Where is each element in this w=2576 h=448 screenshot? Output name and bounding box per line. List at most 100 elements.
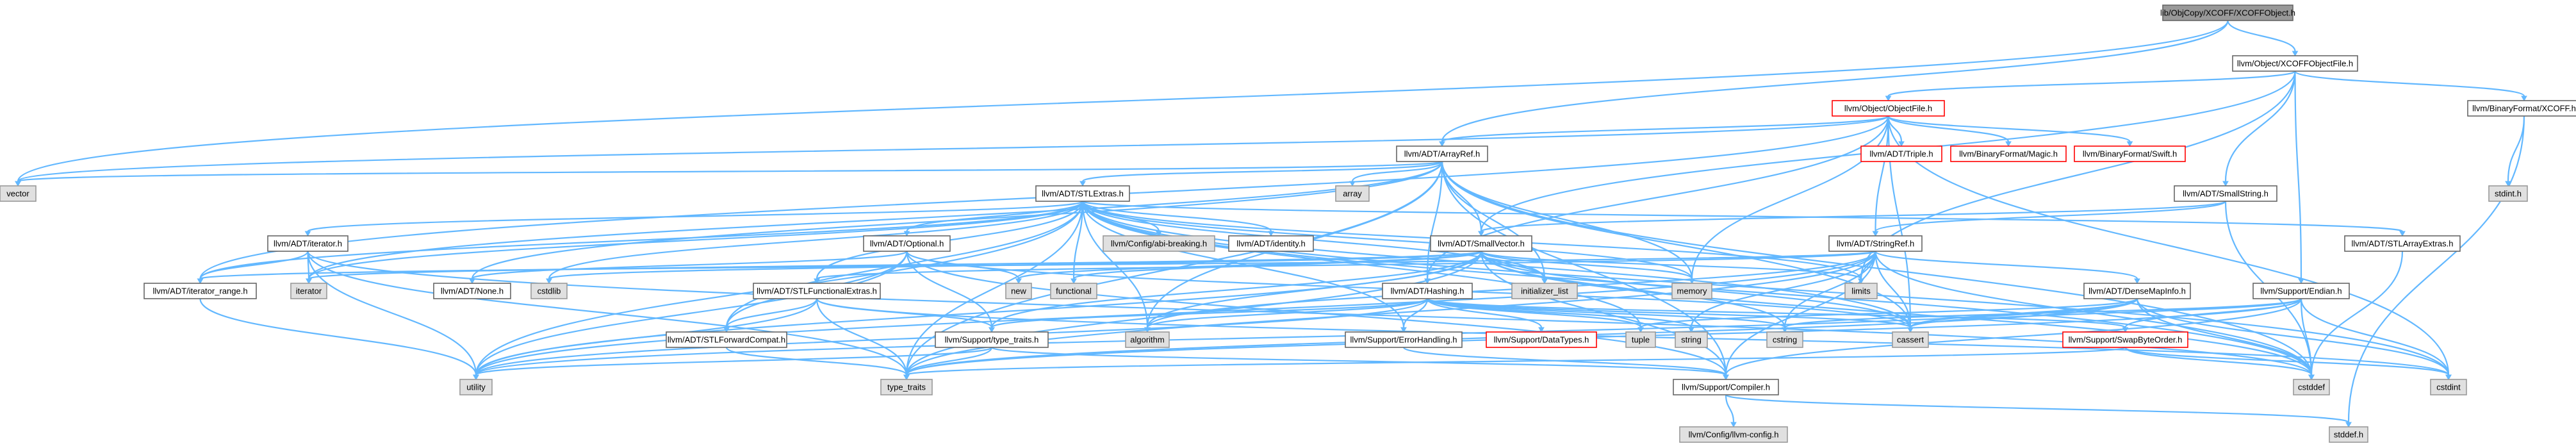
node-label-cstdint: cstdint [2436, 383, 2461, 392]
node-smallstring[interactable]: llvm/ADT/SmallString.h [2174, 185, 2277, 202]
edge-swapbyteorder-to-type_traits [905, 346, 2126, 376]
node-stlfunctionalextras[interactable]: llvm/ADT/STLFunctionalExtras.h [753, 283, 881, 299]
node-box-stlfunctionalextras [753, 283, 881, 299]
edge-arrowhead-smallvector-to-functional [1071, 278, 1077, 285]
node-label-optional: llvm/ADT/Optional.h [870, 239, 944, 249]
node-box-stddef_h [2329, 426, 2368, 443]
node-label-hashing: llvm/ADT/Hashing.h [1391, 286, 1464, 296]
edge-arrowhead-objectfile-to-binfmt_swift [2126, 141, 2133, 147]
edge-stringref-to-type_traits [905, 251, 1876, 376]
node-box-cassert [1892, 331, 1929, 348]
node-root[interactable]: lib/ObjCopy/XCOFF/XCOFFObject.h [2160, 4, 2295, 21]
edge-arrowhead-arrayref-to-stlextras [1079, 181, 1086, 187]
edge-layer [15, 20, 2527, 428]
node-densemapinfo[interactable]: llvm/ADT/DenseMapInfo.h [2083, 283, 2191, 299]
node-errorhandling[interactable]: llvm/Support/ErrorHandling.h [1345, 331, 1463, 348]
node-box-array [1335, 185, 1370, 202]
node-box-cstdlib [530, 283, 568, 299]
edge-arrowhead-smallvector-to-new [1015, 278, 1022, 285]
edge-arrowhead-arrayref-to-array [1349, 181, 1356, 187]
edge-arrowhead-objectfile-to-triple [1898, 141, 1905, 147]
edge-endian-to-type_traits [905, 298, 2302, 376]
node-box-root [2162, 4, 2293, 21]
node-label-iterator: iterator [296, 286, 322, 296]
edge-stlextras-to-cstdint [1081, 201, 2450, 376]
node-none[interactable]: llvm/ADT/None.h [433, 283, 511, 299]
node-iterator_range[interactable]: llvm/ADT/iterator_range.h [144, 283, 257, 299]
node-label-objectfile: llvm/Object/ObjectFile.h [1844, 104, 1932, 113]
node-label-errorhandling: llvm/Support/ErrorHandling.h [1350, 335, 1457, 345]
edge-arrowhead-smallvector-to-cstdlib [546, 278, 552, 285]
edge-arrowhead-swapbyteorder-to-cstdint [2445, 374, 2452, 381]
node-box-endian [2252, 283, 2350, 299]
node-label-abi_breaking: llvm/Config/abi-breaking.h [1111, 239, 1207, 249]
node-optional[interactable]: llvm/ADT/Optional.h [863, 235, 951, 252]
edge-iterator_h-to-type_traits [307, 251, 908, 376]
node-string: string [1675, 331, 1708, 348]
edge-arrayref-to-initializer_list [1441, 161, 1546, 279]
edge-endian-to-compiler [1725, 298, 2302, 376]
node-box-initializer_list [1511, 283, 1578, 299]
edge-objectfile-to-binfmt_magic [1887, 115, 2010, 142]
node-binfmt_magic[interactable]: llvm/BinaryFormat/Magic.h [1950, 145, 2067, 162]
node-binfmt_xcoff[interactable]: llvm/BinaryFormat/XCOFF.h [2467, 100, 2576, 117]
edge-objectfile-to-binfmt_swift [1887, 115, 2131, 143]
node-compiler[interactable]: llvm/Support/Compiler.h [1673, 379, 1779, 395]
edge-arrowhead-xcoff_objfile-to-binfmt_xcoff [2521, 95, 2527, 102]
node-label-stddef_h: stddef.h [2334, 430, 2363, 440]
node-llvm_config: llvm/Config/llvm-config.h [1679, 426, 1788, 443]
node-box-triple [1860, 145, 1942, 162]
node-iterator_h[interactable]: llvm/ADT/iterator.h [267, 235, 349, 252]
node-xcoff_objfile[interactable]: llvm/Object/XCOFFObjectFile.h [2232, 55, 2358, 72]
node-label-stringref: llvm/ADT/StringRef.h [1837, 239, 1914, 249]
edge-type_traits_h-to-compiler [990, 346, 1727, 376]
node-arrayref[interactable]: llvm/ADT/ArrayRef.h [1396, 145, 1488, 162]
node-vector: vector [0, 185, 37, 202]
edge-arrowhead-stringref-to-limits [1858, 278, 1864, 285]
edge-optional-to-utility [475, 251, 908, 376]
edge-stringref-to-iterator_range [199, 250, 1876, 280]
node-binfmt_swift[interactable]: llvm/BinaryFormat/Swift.h [2074, 145, 2186, 162]
edge-hashing-to-datatypes [1426, 298, 1543, 328]
edge-hashing-to-type_traits_h [990, 297, 1429, 329]
node-swapbyteorder[interactable]: llvm/Support/SwapByteOrder.h [2062, 331, 2188, 348]
node-label-smallstring: llvm/ADT/SmallString.h [2183, 189, 2268, 199]
edge-root-to-vector [17, 20, 2229, 182]
edge-arrowhead-smallstring-to-stringref [1872, 231, 1879, 237]
node-box-type_traits [880, 379, 933, 395]
node-label-string: string [1681, 335, 1702, 345]
node-smallvector[interactable]: llvm/ADT/SmallVector.h [1430, 235, 1532, 252]
edge-arrowhead-endian-to-swapbyteorder [2122, 327, 2129, 333]
edge-arrowhead-arrayref-to-vector [15, 181, 21, 187]
edge-arrayref-to-array [1351, 161, 1443, 182]
node-box-stdint_h [2488, 185, 2528, 202]
node-triple[interactable]: llvm/ADT/Triple.h [1860, 145, 1942, 162]
node-label-identity: llvm/ADT/identity.h [1236, 239, 1305, 249]
edge-arrowhead-xcoff_objfile-to-smallstring [2222, 181, 2229, 187]
node-type_traits_h[interactable]: llvm/Support/type_traits.h [935, 331, 1049, 348]
edge-arrowhead-smallvector-to-iterator [306, 278, 312, 285]
node-hashing[interactable]: llvm/ADT/Hashing.h [1382, 283, 1473, 299]
node-stringref[interactable]: llvm/ADT/StringRef.h [1828, 235, 1923, 252]
node-stlarrayextras[interactable]: llvm/ADT/STLArrayExtras.h [2344, 235, 2461, 252]
node-cassert: cassert [1892, 331, 1929, 348]
node-cstring: cstring [1766, 331, 1803, 348]
node-objectfile[interactable]: llvm/Object/ObjectFile.h [1832, 100, 1945, 117]
node-label-smallvector: llvm/ADT/SmallVector.h [1438, 239, 1525, 249]
node-datatypes[interactable]: llvm/Support/DataTypes.h [1486, 331, 1597, 348]
node-stlextras[interactable]: llvm/ADT/STLExtras.h [1035, 185, 1130, 202]
node-label-binfmt_xcoff: llvm/BinaryFormat/XCOFF.h [2472, 104, 2576, 113]
node-stlforwardcompat[interactable]: llvm/ADT/STLForwardCompat.h [666, 331, 787, 348]
node-cstddef: cstddef [2293, 379, 2330, 395]
edge-xcoff_objfile-to-binfmt_xcoff [2294, 70, 2525, 97]
node-endian[interactable]: llvm/Support/Endian.h [2252, 283, 2350, 299]
node-box-binfmt_magic [1950, 145, 2067, 162]
node-label-stlforwardcompat: llvm/ADT/STLForwardCompat.h [668, 335, 785, 345]
node-identity[interactable]: llvm/ADT/identity.h [1228, 235, 1314, 252]
node-label-cassert: cassert [1897, 335, 1924, 345]
node-label-cstddef: cstddef [2298, 383, 2325, 392]
edge-optional-to-none [471, 250, 908, 280]
edge-arrayref-to-cstddef [1441, 161, 2313, 376]
edge-smallvector-to-memory [1480, 250, 1693, 280]
